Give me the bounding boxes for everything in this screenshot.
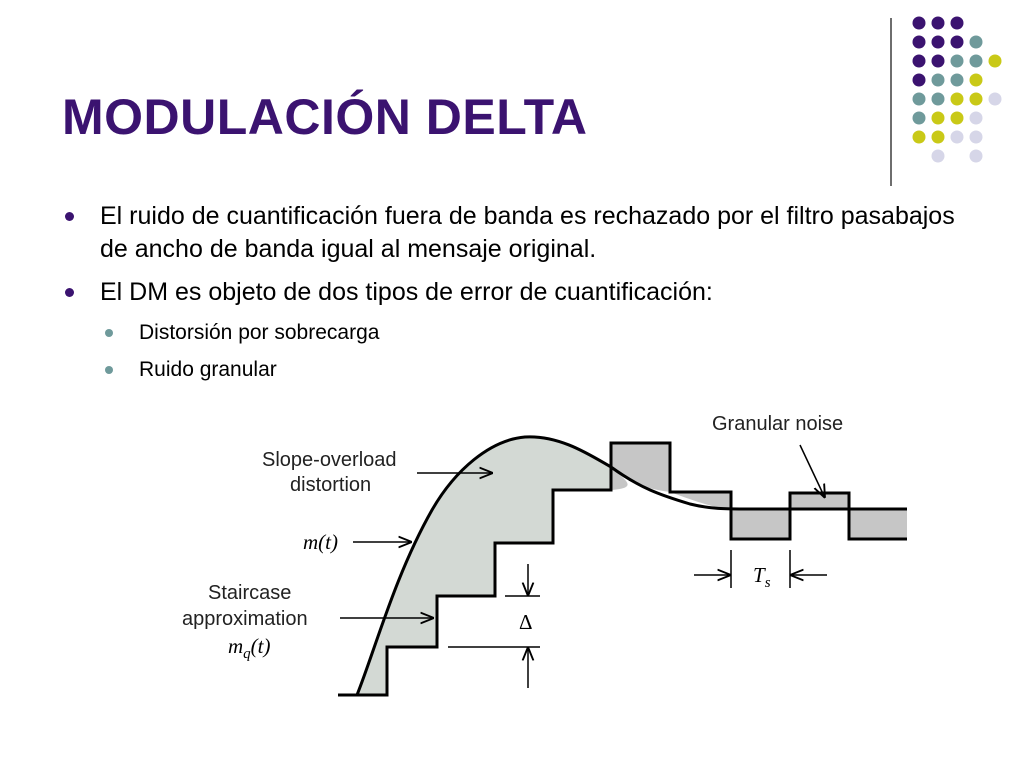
staircase-label-2: approximation (182, 608, 308, 630)
sub-bullet-item: Ruido granular (62, 356, 962, 384)
bullet-list: El ruido de cuantificación fuera de band… (62, 200, 962, 393)
decorative-dot-grid (912, 16, 1002, 163)
sub-bullet-dot-icon (105, 329, 113, 337)
bullet-text: El ruido de cuantificación fuera de band… (100, 202, 955, 263)
sub-bullet-text: Ruido granular (139, 358, 277, 381)
granular-shading-1 (611, 443, 670, 492)
bullet-dot-icon (65, 288, 74, 297)
slope-overload-shading (357, 436, 611, 695)
staircase-label-1: Staircase (208, 582, 291, 604)
message-curve (355, 435, 907, 696)
slope-overload-label-1: Slope-overload (262, 449, 397, 471)
delta-modulation-diagram: Slope-overload distortion Granular noise… (182, 413, 907, 697)
delta-label: Δ (519, 610, 533, 634)
sub-bullet-dot-icon (105, 366, 113, 374)
slope-overload-label-2: distortion (290, 474, 371, 496)
sub-bullet-text: Distorsión por sobrecarga (139, 321, 380, 344)
granular-shading-4 (731, 509, 790, 539)
header-divider (890, 18, 892, 186)
bullet-text: El DM es objeto de dos tipos de error de… (100, 278, 713, 306)
slide-title: MODULACIÓN DELTA (62, 89, 588, 145)
mqt-label: mq(t) (228, 634, 271, 662)
sub-bullet-item: Distorsión por sobrecarga (62, 319, 962, 347)
granular-shading-5 (790, 493, 849, 509)
granular-shading-2 (611, 467, 628, 490)
granular-shading-6 (849, 509, 907, 539)
bullet-item: El ruido de cuantificación fuera de band… (62, 200, 962, 266)
mt-label: m(t) (303, 530, 338, 554)
bullet-item: El DM es objeto de dos tipos de error de… (62, 276, 962, 309)
ts-label: Ts (753, 563, 771, 591)
granular-noise-arrow (799, 444, 825, 498)
granular-shading-3 (670, 492, 731, 509)
granular-noise-label: Granular noise (712, 413, 843, 435)
bullet-dot-icon (65, 212, 74, 221)
